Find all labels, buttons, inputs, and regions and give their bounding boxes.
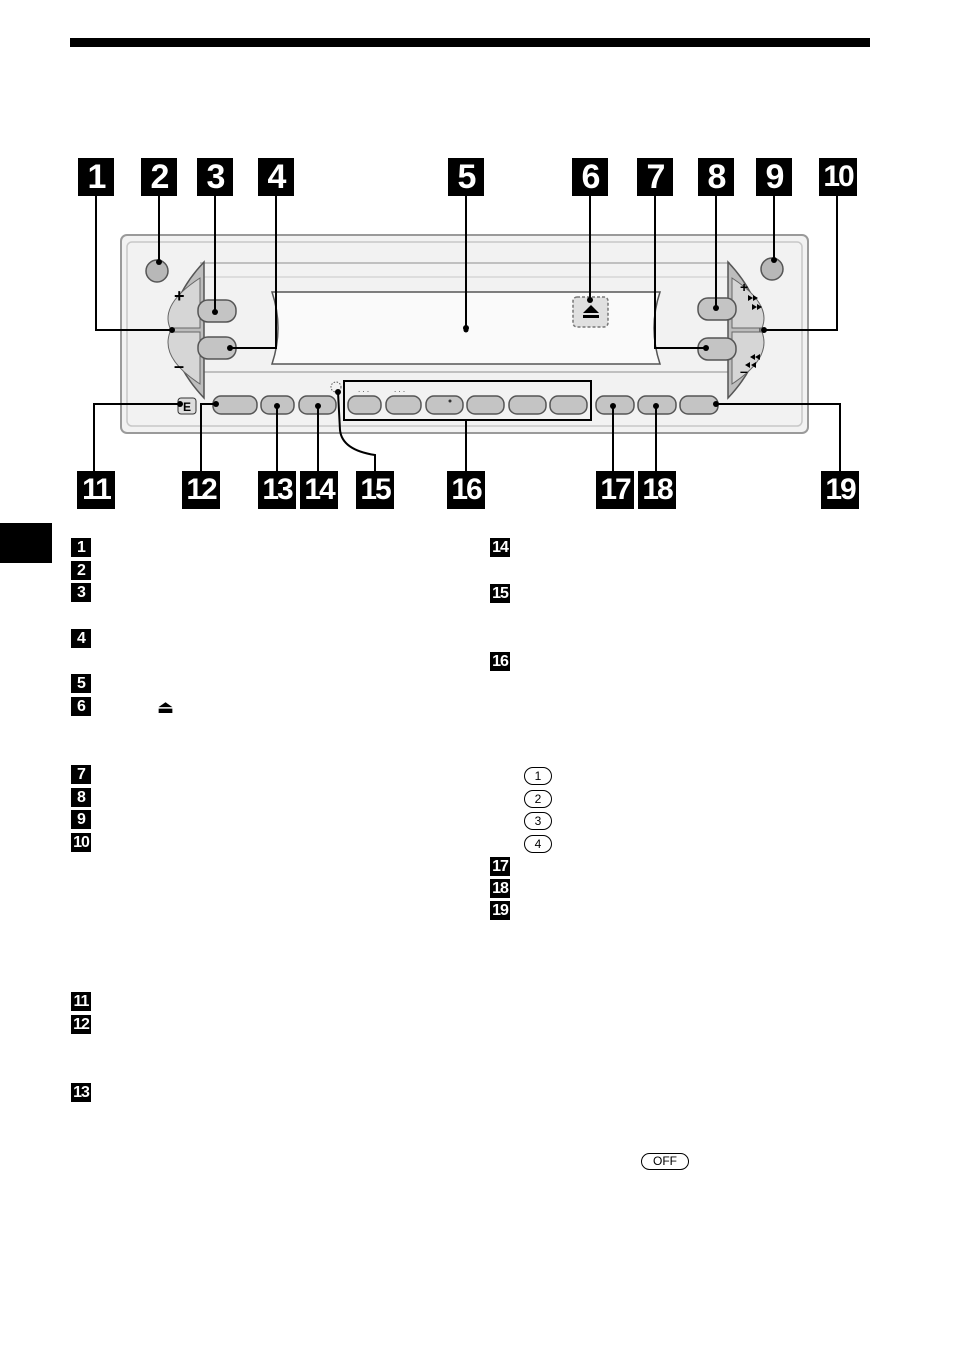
callout-18: 18 [638,471,676,509]
legend-badge: 3 [71,583,91,602]
eject-legend-icon: ⏏ [157,697,175,717]
bottom-button-12 [212,395,258,415]
callout-16: 16 [447,471,485,509]
preset-button-5 [508,395,547,415]
callout-1: 1 [78,158,114,196]
leader-lines-top [95,196,838,349]
legend-badge: 9 [71,810,91,829]
callout-12: 12 [182,471,220,509]
legend-badge: 7 [71,765,91,784]
seek-minus-glyph: – [740,363,748,379]
callout-17: 17 [596,471,634,509]
callout-15: 15 [356,471,394,509]
preset-button-3 [425,395,464,415]
callout-4: 4 [258,158,294,196]
legend-badge: 12 [71,1015,91,1034]
preset-dot [448,399,452,403]
legend-badge: 13 [71,1083,91,1102]
circled-number-1: 1 [524,767,552,785]
off-key-label: OFF [641,1153,689,1170]
circled-number-4: 4 [524,835,552,853]
legend-badge: 6 [71,697,91,716]
legend-badge: 18 [490,879,510,898]
preset-group-outline [343,380,592,421]
legend-badge: 14 [490,538,510,557]
preset-button-2 [385,395,422,415]
circled-number-3: 3 [524,812,552,830]
legend-badge: 4 [71,629,91,648]
preset-button-1 [347,395,382,415]
legend-badge: 16 [490,652,510,671]
eject-icon [583,305,599,313]
preset-dots-2: . . . [394,385,405,394]
callout-14: 14 [300,471,338,509]
callout-10: 10 [819,158,857,196]
release-label: E [183,400,191,414]
preset-button-4 [466,395,505,415]
callout-7: 7 [637,158,673,196]
section-tab [0,523,52,563]
legend-badge: 5 [71,674,91,693]
callout-9: 9 [756,158,792,196]
legend-badge: 2 [71,561,91,580]
legend-badge: 17 [490,857,510,876]
callout-3: 3 [197,158,233,196]
volume-plus-glyph: + [174,286,185,306]
seek-plus-glyph: + [740,279,748,295]
preset-button-6 [549,395,588,415]
callout-5: 5 [448,158,484,196]
callout-8: 8 [698,158,734,196]
leader-lines-bottom [93,391,841,471]
header-rule [70,38,870,47]
eject-icon-bar [583,315,599,318]
circled-number-2: 2 [524,790,552,808]
forward-icon [748,295,762,310]
legend-badge: 1 [71,538,91,557]
legend-badge: 11 [71,992,91,1011]
legend-badge: 10 [71,833,91,852]
callout-13: 13 [258,471,296,509]
callout-6: 6 [572,158,608,196]
rewind-icon [745,354,760,368]
receptor-sensor [330,381,342,393]
callout-11: 11 [77,471,115,509]
leader-dots [156,257,777,409]
legend-badge: 8 [71,788,91,807]
preset-dots-1: . . . [358,385,369,394]
volume-minus-key [167,331,201,385]
faceplate-inner-rim [126,241,803,427]
bottom-button-19 [679,395,719,415]
legend-badge: 15 [490,584,510,603]
callout-19: 19 [821,471,859,509]
volume-minus-glyph: – [174,356,184,376]
callout-2: 2 [141,158,177,196]
legend-badge: 19 [490,901,510,920]
